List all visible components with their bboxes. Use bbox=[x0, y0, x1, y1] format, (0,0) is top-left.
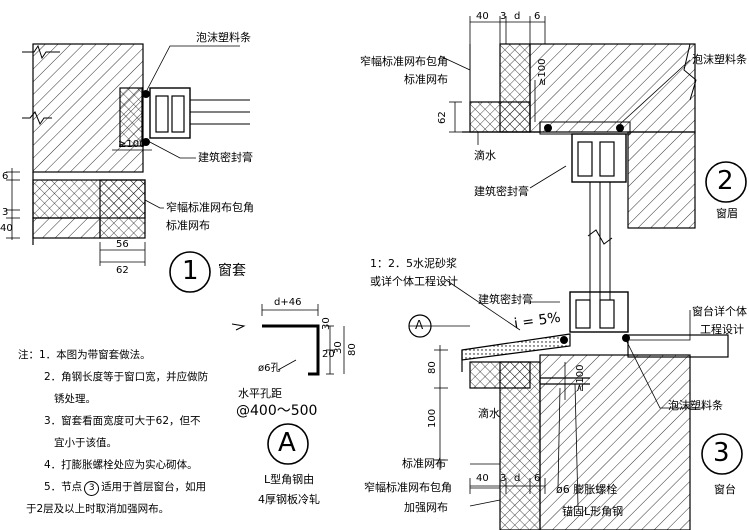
detail-2-window-head bbox=[439, 16, 747, 300]
label-mortar-1: 1：2．5水泥砂浆 bbox=[370, 257, 457, 270]
note-3b: 宜小于该值。 bbox=[54, 437, 117, 449]
detA-dim-80: 80 bbox=[347, 343, 358, 356]
detA-spacing-1: 水平孔距 bbox=[238, 387, 282, 400]
label-drip-3: 滴水 bbox=[478, 407, 500, 420]
note-1: 注：1．本图为带窗套做法。 bbox=[18, 349, 151, 361]
label-mortar-2: 或详个体工程设计 bbox=[370, 275, 458, 288]
note-5b: 适用于首层窗台，如用 bbox=[101, 481, 207, 493]
dim-100-3: 100 bbox=[427, 408, 438, 428]
detail-A-angle-steel bbox=[231, 304, 345, 465]
marker-2: 2 bbox=[717, 166, 734, 196]
note-3: 3．窗套看面宽度可大于62，但不 bbox=[44, 415, 201, 427]
dim-56: 56 bbox=[116, 239, 129, 250]
detA-dim-30b: 30 bbox=[333, 341, 344, 354]
label-foam-strip-2: 泡沫塑料条 bbox=[692, 53, 747, 66]
label-sealant-2: 建筑密封膏 bbox=[474, 185, 529, 198]
dim-80-3: 80 bbox=[427, 361, 438, 374]
label-gte100-2: ≥100 bbox=[537, 58, 548, 86]
dim-40: 40 bbox=[0, 223, 13, 234]
detail-3-window-sill bbox=[408, 245, 743, 530]
label-mesh-wrap-3: 窄幅标准网布包角 bbox=[364, 481, 452, 494]
label-angle-anchor: 锚固L形角钢 bbox=[562, 505, 624, 518]
label-mesh-2: 标准网布 bbox=[404, 73, 448, 86]
label-mesh-1: 标准网布 bbox=[166, 219, 210, 232]
label-sealant-1: 建筑密封膏 bbox=[198, 151, 253, 164]
label-foam-strip-3: 泡沫塑料条 bbox=[668, 399, 723, 412]
detA-dim-20: 20 bbox=[322, 349, 335, 360]
label-sill-2: 工程设计 bbox=[700, 323, 744, 336]
detA-caption-2: 4厚钢板冷轧 bbox=[258, 493, 320, 506]
label-sealant-3: 建筑密封膏 bbox=[478, 293, 533, 306]
label-gte100-1: ≥100 bbox=[118, 139, 146, 150]
dim-top-d: d bbox=[514, 11, 521, 22]
marker-A: A bbox=[278, 428, 296, 458]
note-5-ref-marker: 3 bbox=[84, 481, 100, 496]
label-sill-1: 窗台详个体 bbox=[692, 305, 747, 318]
label-mesh-3: 标准网布 bbox=[402, 457, 446, 470]
dim-3: 3 bbox=[2, 207, 9, 218]
marker-1: 1 bbox=[182, 256, 199, 286]
dim-bot-6: 6 bbox=[534, 473, 541, 484]
section-marker-A: A bbox=[415, 318, 424, 332]
detA-spacing-2: @400～500 bbox=[236, 403, 318, 419]
dim-top-40: 40 bbox=[476, 11, 489, 22]
title-window-surround: 窗套 bbox=[218, 263, 246, 279]
label-foam-strip-1: 泡沫塑料条 bbox=[196, 31, 251, 44]
notes-block: 注：1．本图为带窗套做法。 2．角钢长度等于窗口宽，并应做防 锈处理。 3．窗套… bbox=[18, 344, 208, 520]
detA-caption-1: L型角钢由 bbox=[264, 473, 315, 486]
note-2: 2．角钢长度等于窗口宽，并应做防 bbox=[44, 371, 209, 383]
note-5a: 5．节点 bbox=[44, 481, 83, 493]
dim-62-2: 62 bbox=[437, 111, 448, 124]
detA-hole: ø6孔 bbox=[258, 363, 281, 374]
dim-6: 6 bbox=[2, 171, 9, 182]
title-window-sill: 窗台 bbox=[714, 483, 736, 496]
dim-bot-3: 3 bbox=[500, 473, 507, 484]
label-gte100-3: ≥100 bbox=[575, 364, 586, 392]
dim-top-6: 6 bbox=[534, 11, 541, 22]
label-reinforce-mesh: 加强网布 bbox=[404, 501, 448, 514]
note-6: 于2层及以上时取消加强网布。 bbox=[26, 503, 170, 515]
note-4: 4．打膨胀螺栓处应为实心砌体。 bbox=[44, 459, 198, 471]
detA-dim-30a: 30 bbox=[321, 317, 332, 330]
label-drip: 滴水 bbox=[474, 149, 496, 162]
label-mesh-wrap-1: 窄幅标准网布包角 bbox=[166, 201, 254, 214]
dim-bot-d: d bbox=[514, 473, 521, 484]
title-window-head: 窗眉 bbox=[716, 207, 738, 220]
dim-bot-40: 40 bbox=[476, 473, 489, 484]
label-bolt: ø6 膨胀螺栓 bbox=[556, 483, 618, 496]
detA-dim-d46: d+46 bbox=[274, 297, 302, 308]
dim-top-3: 3 bbox=[500, 11, 507, 22]
detail-1-window-surround bbox=[6, 43, 250, 293]
marker-3: 3 bbox=[713, 438, 730, 468]
dim-62-1: 62 bbox=[116, 265, 129, 276]
note-2b: 锈处理。 bbox=[54, 393, 96, 405]
label-mesh-wrap-2: 窄幅标准网布包角 bbox=[360, 55, 448, 68]
